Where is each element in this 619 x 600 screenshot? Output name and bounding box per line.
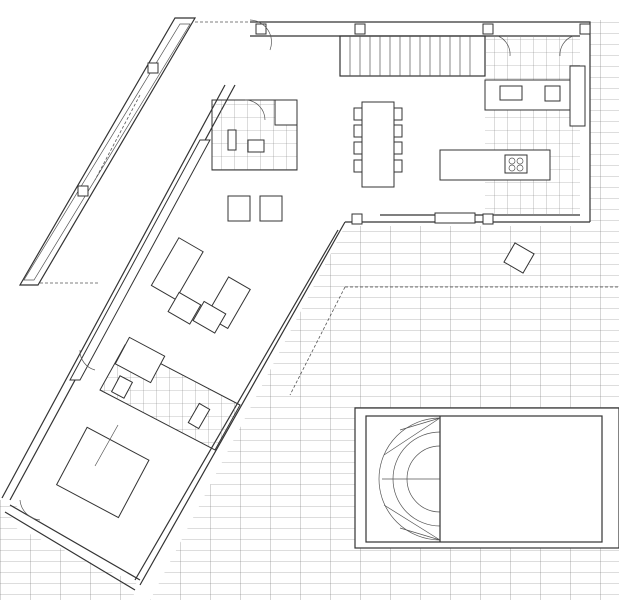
- kitchen-island: [439, 149, 551, 181]
- wc: [211, 19, 298, 171]
- terrace-strip: [0, 500, 140, 600]
- kitchen: [439, 35, 586, 216]
- cooktop: [504, 154, 528, 174]
- bedroom: [19, 424, 150, 521]
- pool: [354, 407, 619, 549]
- bed: [55, 426, 150, 519]
- bathroom: [79, 336, 241, 451]
- outer-planter: [18, 17, 250, 286]
- dining-table: [353, 101, 403, 188]
- living-furniture: [150, 195, 535, 334]
